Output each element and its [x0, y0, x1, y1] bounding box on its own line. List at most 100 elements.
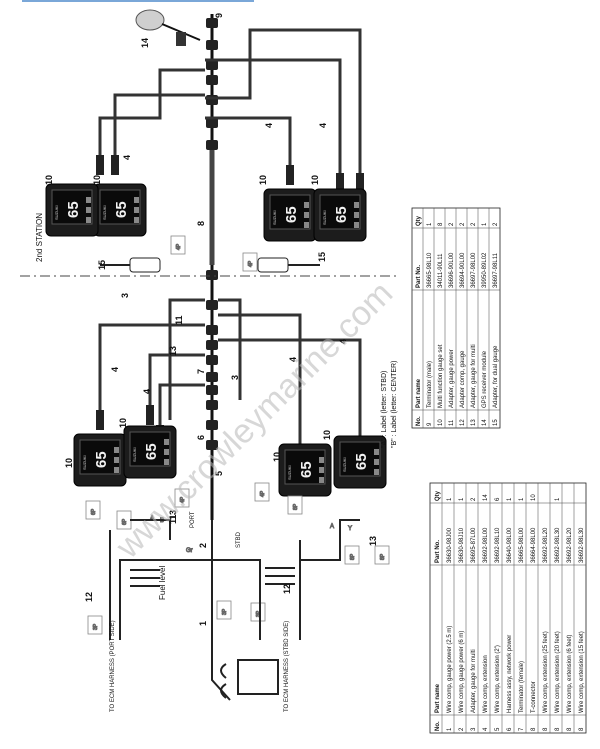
table-cell: Terminator (male) [427, 361, 433, 408]
callout-number: 4 [122, 155, 132, 160]
table-cell: 1 [519, 497, 525, 501]
pin-tag-label: 8P [350, 553, 356, 560]
t-connector [206, 18, 218, 28]
connector-letter: Y [348, 526, 352, 532]
table-cell: Multi function gauge set [438, 344, 444, 408]
table-cell: 14 [482, 419, 488, 426]
label-a-note: "A" : Label (letter: STBD) [381, 371, 388, 448]
callout-number: 11 [168, 514, 178, 524]
pin-tag-label: 3P [93, 623, 99, 630]
table-cell: 8 [543, 727, 549, 731]
pin-tag-label: 8P [380, 553, 386, 560]
table-cell: Adapter comp, gauge [460, 350, 466, 408]
callout-number: 13 [168, 510, 178, 520]
table-cell: 36694-90L00 [460, 252, 466, 288]
table-cell: Adapter, gauge for multi [471, 649, 477, 713]
table-cell: Terminator (female) [519, 661, 525, 713]
lower-harness-wiring [109, 519, 360, 701]
table-cell: Wire comp, extension (15 feet) [579, 631, 585, 713]
table-cell: 10 [531, 494, 537, 501]
callout-number: 8 [196, 221, 206, 226]
multi-function-gauge: 65 SUZUKI [313, 188, 367, 242]
t-connector [206, 270, 218, 280]
t-connector [206, 340, 218, 350]
callout-number: 13 [368, 536, 378, 546]
gauge-brand: SUZUKI [102, 205, 107, 220]
table-cell: 34011-90L11 [438, 253, 444, 288]
callout-number: 2 [198, 543, 208, 548]
callout-number: 10 [272, 452, 282, 462]
table-cell: 36692-98L20 [543, 527, 549, 563]
table-cell: 11 [449, 419, 455, 426]
table-cell: 5 [495, 727, 501, 731]
t-connector [206, 75, 218, 85]
t-connector [206, 385, 218, 395]
callout-number: 4 [318, 123, 328, 128]
gauge-brand: SUZUKI [132, 447, 137, 462]
table-cell: Adapter, gauge power [449, 349, 455, 408]
label-b-note: "B" : Label (letter: CENTER) [391, 361, 398, 448]
callout-number: 9 [214, 13, 224, 18]
station2-cable-plugs [96, 155, 364, 193]
table-cell: 10 [438, 419, 444, 426]
table-cell: 8 [567, 727, 573, 731]
callout-number: 10 [258, 175, 268, 185]
table-cell: 36695-87L00 [471, 527, 477, 563]
table-cell: Wire comp, extension (6 feet) [567, 635, 573, 713]
table-cell: 1 [507, 497, 513, 501]
table-cell: 36665-98L10 [427, 252, 433, 288]
gauge-reading: 65 [93, 451, 110, 468]
pin-tag-label: 4P [248, 260, 254, 267]
table-cell: 36692-98L00 [483, 527, 489, 563]
table-cell: 4 [483, 727, 489, 731]
t-connector [206, 400, 218, 410]
table-cell: Wire comp, extension (2') [495, 645, 501, 713]
table-cell: Wire comp, extension (20 feet) [555, 631, 561, 713]
table-cell: 12 [460, 419, 466, 426]
table-header-cell: Part name [416, 378, 422, 408]
callout-number: 4 [110, 367, 120, 372]
callout-number: 10 [64, 458, 74, 468]
dual-gauge-adapters [100, 257, 320, 273]
table-cell: 2 [459, 727, 465, 731]
callout-number: 10 [118, 418, 128, 428]
gauge-reading: 65 [333, 206, 350, 223]
table-cell: 2 [471, 497, 477, 501]
t-connector [206, 60, 218, 70]
table-cell: Wire comp, extension (25 feet) [543, 631, 549, 713]
callout-number: 3 [230, 375, 240, 380]
t-connector [206, 372, 218, 382]
table-cell: 1 [427, 222, 433, 226]
table-cell: 2 [449, 222, 455, 226]
table-cell: Wire comp, gauge power (6 m) [459, 631, 465, 713]
callout-number: 4 [288, 357, 298, 362]
gauge-brand: SUZUKI [54, 205, 59, 220]
table-cell: Adapter, for dual gauge [493, 345, 499, 408]
table-header-cell: No. [435, 721, 441, 731]
port-label: PORT [190, 511, 196, 528]
t-connector [206, 325, 218, 335]
table-cell: 36665-98L00 [519, 527, 525, 563]
table-cell: 36696-90L00 [449, 252, 455, 288]
t-connectors [206, 18, 218, 450]
top-edge-fragment [22, 0, 254, 2]
table-header-cell: Part No. [435, 540, 441, 563]
t-connector [206, 140, 218, 150]
ecm-harness-stbd-label: TO ECM HARNESS (STBD SIDE) [284, 621, 290, 712]
callout-number: 14 [140, 38, 150, 48]
gauge-brand: SUZUKI [322, 210, 327, 225]
table-cell: 8 [531, 727, 537, 731]
table-cell: Harness assy, network power [507, 635, 513, 713]
pin-tag-label: 4P [260, 490, 266, 497]
callout-number: 4 [264, 123, 274, 128]
